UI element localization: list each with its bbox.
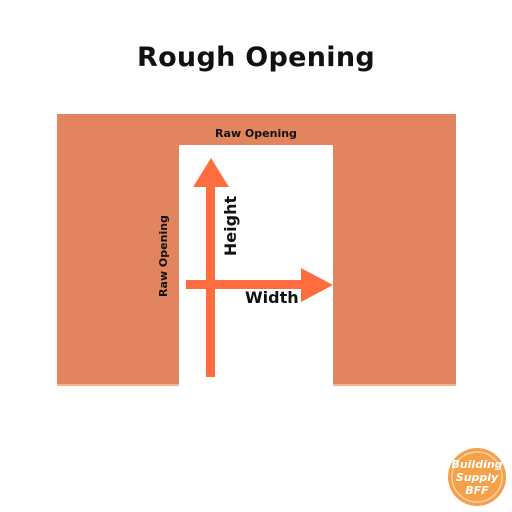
page-title: Rough Opening	[136, 42, 376, 73]
arrow-right-icon	[186, 268, 333, 302]
logo-badge	[448, 448, 506, 506]
width-label: Width	[245, 288, 299, 307]
raw-opening-top-label: Raw Opening	[215, 127, 297, 140]
logo-line-1: Building	[451, 458, 502, 471]
logo-line-2: Supply	[456, 471, 499, 484]
logo-line-3: BFF	[465, 484, 489, 497]
height-label: Height	[221, 195, 240, 257]
building-supply-bff-logo: Building Supply BFF	[448, 448, 506, 506]
